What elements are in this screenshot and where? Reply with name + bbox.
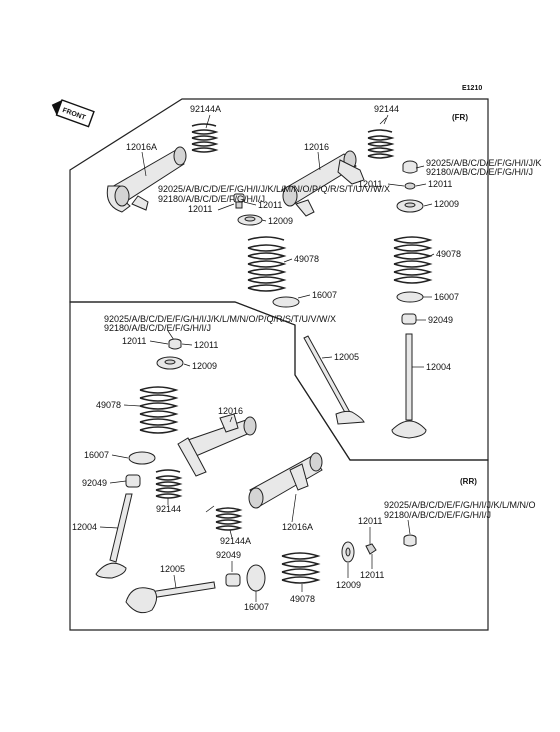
spring-92144a-front [191,123,219,153]
retainer-12009-rear-bottom [341,541,355,563]
rear-section-label: (RR) [460,477,477,486]
label-12009-front-mid: 12009 [268,216,293,226]
label-12016a-front: 12016A [126,142,157,152]
label-cap-92025-front-mid: 92025/A/B/C/D/E/F/G/H/I/J/K/L/M/N/O/P/Q/… [158,184,390,194]
label-92144-rear: 92144 [156,504,181,514]
label-12011-rear-c: 12011 [358,516,382,526]
washer-16007-rear-left [128,451,156,465]
label-92144a-rear: 92144A [220,536,251,546]
label-92144-front: 92144 [374,104,399,114]
valve-12005-rear [125,581,216,614]
label-12009-rear-left: 12009 [192,361,217,371]
retainer-12009-rear-left [156,356,184,370]
label-12016-front: 12016 [304,142,329,152]
seal-92049-rear-bottom [225,573,241,587]
label-92049-rear-bottom: 92049 [216,550,241,560]
adjuster-screw-front-mid [233,193,245,209]
rocker-arm-12016a-front [106,146,187,213]
label-49078-front-right: 49078 [436,249,461,259]
front-arrow-badge: FRONT [51,99,95,128]
label-12004-front: 12004 [426,362,451,372]
label-cap-92180-front-right: 92180/A/B/C/D/E/F/G/H/I/J [426,167,533,177]
label-16007-front-right: 16007 [434,292,459,302]
label-12016a-rear: 12016A [282,522,313,532]
label-16007-rear-bottom: 16007 [244,602,269,612]
label-12011-front-right-a: 12011 [358,179,382,189]
label-16007-front-mid: 16007 [312,290,337,300]
washer-16007-front-right [396,291,424,303]
valve-spring-49078-rear-left [139,386,179,434]
rocker-arm-12016-rear [177,413,257,477]
label-cap-92180-rear-left: 92180/A/B/C/D/E/F/G/H/I/J [104,323,211,333]
label-12011-rear-d: 12011 [360,570,384,580]
seal-92049-rear-left [125,474,141,488]
label-12009-rear-bottom: 12009 [336,580,361,590]
label-12011-rear-a: 12011 [122,336,146,346]
seal-92049-front-right [401,313,417,325]
spring-92144-rear [155,469,183,499]
cap-front-right [402,160,418,174]
page-code: E1210 [462,85,482,92]
cap-rear-left [168,338,182,350]
label-cap-92025-rear-left: 92025/A/B/C/D/E/F/G/H/I/J/K/L/M/N/O/P/Q/… [104,314,336,324]
label-12011-rear-b: 12011 [194,340,218,350]
label-92049-front-right: 92049 [428,315,453,325]
label-cap-92180-front-mid: 92180/A/B/C/D/E/F/G/H/I/J [158,194,265,204]
spring-92144a-rear [205,505,243,531]
retainer-12009-front-mid [237,214,263,226]
label-16007-rear-left: 16007 [84,450,109,460]
label-12005-rear: 12005 [160,564,185,574]
label-92049-rear-left: 92049 [82,478,107,488]
valve-12005-front [303,335,365,425]
cap-rear-right [403,534,417,547]
label-12005-front: 12005 [334,352,359,362]
rear-section-frame [69,301,489,631]
label-12016-rear: 12016 [218,406,243,416]
label-cap-92180-rear-right: 92180/A/B/C/D/E/F/G/H/I/J [384,510,491,520]
label-49078-front-mid: 49078 [294,254,319,264]
washer-16007-rear-bottom [246,564,266,592]
valve-12004-front-right [391,333,427,439]
valve-spring-49078-rear-bottom [281,552,321,584]
valve-spring-49078-front-right [393,236,433,284]
label-92144a-front: 92144A [190,104,221,114]
label-12004-rear: 12004 [72,522,97,532]
label-cap-92025-rear-right: 92025/A/B/C/D/E/F/G/H/I/J/K/L/M/N/O [384,500,536,510]
label-12011-front-mid-a: 12011 [188,204,212,214]
valve-spring-49078-front-mid [247,236,287,292]
label-49078-rear-left: 49078 [96,400,121,410]
keeper-rear-right [365,543,377,555]
label-12009-front-right: 12009 [434,199,459,209]
valve-12004-rear-left [95,493,133,579]
washer-16007-front-mid [272,296,300,308]
rocker-arm-12016-front [281,150,365,217]
keeper-front-right [404,182,416,190]
label-12011-front-right-b: 12011 [428,179,452,189]
front-section-label: (FR) [452,113,468,122]
spring-92144-front [367,117,395,159]
rocker-arm-12016a-rear [248,452,323,509]
label-cap-92025-front-right: 92025/A/B/C/D/E/F/G/H/I/J/K [426,158,542,168]
label-49078-rear-bottom: 49078 [290,594,315,604]
label-12011-front-mid-b: 12011 [258,200,282,210]
retainer-12009-front-right [396,199,424,213]
